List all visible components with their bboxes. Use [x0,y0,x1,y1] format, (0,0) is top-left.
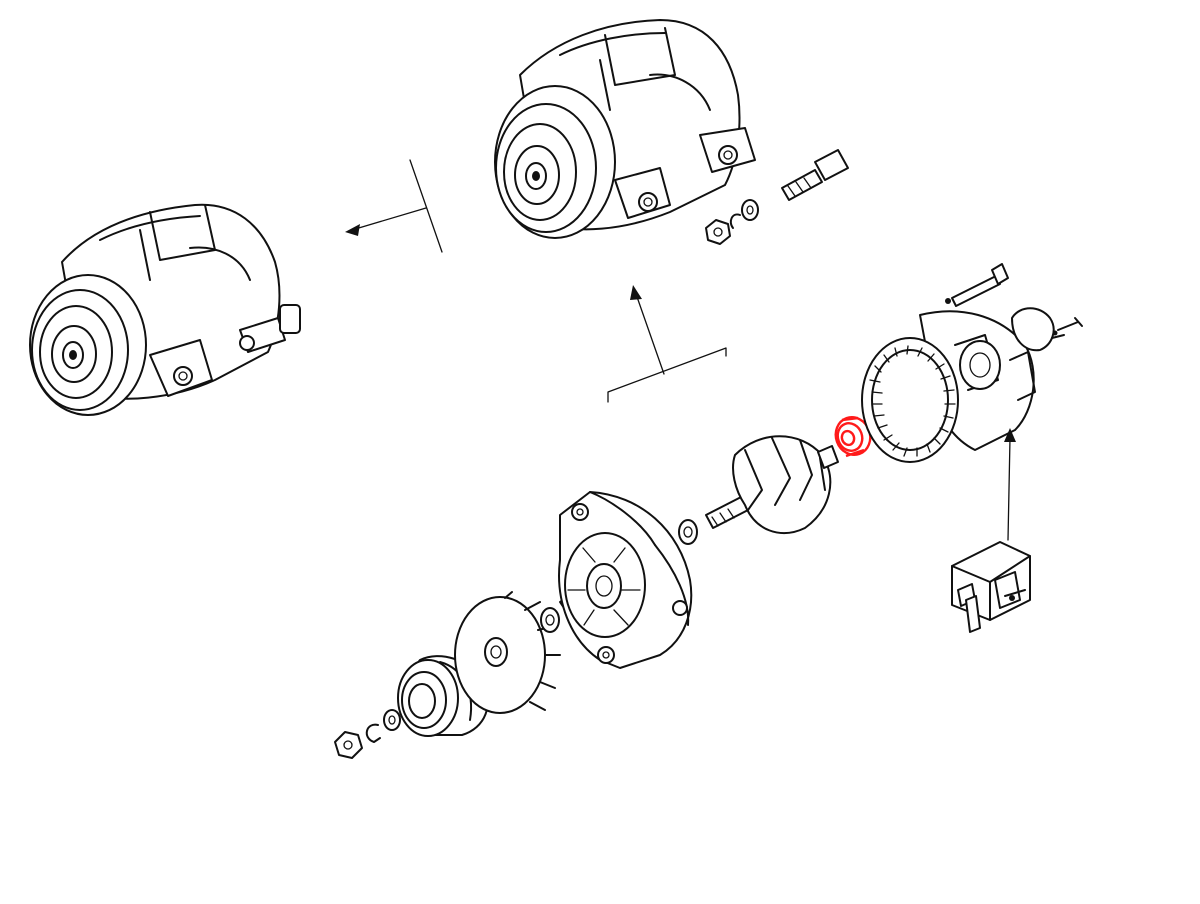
terminal-stud[interactable] [781,149,849,201]
cover-screws[interactable] [1051,317,1083,339]
rear-cover[interactable] [1011,307,1055,352]
nut-washer-set-top[interactable] [705,199,759,245]
pulley-nut[interactable] [334,731,363,759]
assembly-pointer-top [607,285,727,403]
assembly-pointer-left [345,159,443,253]
slip-ring-bearing[interactable] [831,412,876,459]
flat-washer-front[interactable] [383,709,401,731]
rotor[interactable] [705,435,839,535]
thrust-washer[interactable] [678,519,698,545]
alternator-assembly-top[interactable] [494,19,756,239]
through-bolt[interactable] [945,263,1009,307]
stator-rear-housing[interactable] [861,310,1036,463]
lock-washer[interactable] [365,723,381,743]
spacer-collar[interactable] [540,607,560,633]
alternator-assembly-left[interactable] [29,203,301,416]
drive-end-housing[interactable] [558,491,693,669]
regulator-pointer [1004,428,1016,541]
voltage-regulator[interactable] [951,541,1031,633]
